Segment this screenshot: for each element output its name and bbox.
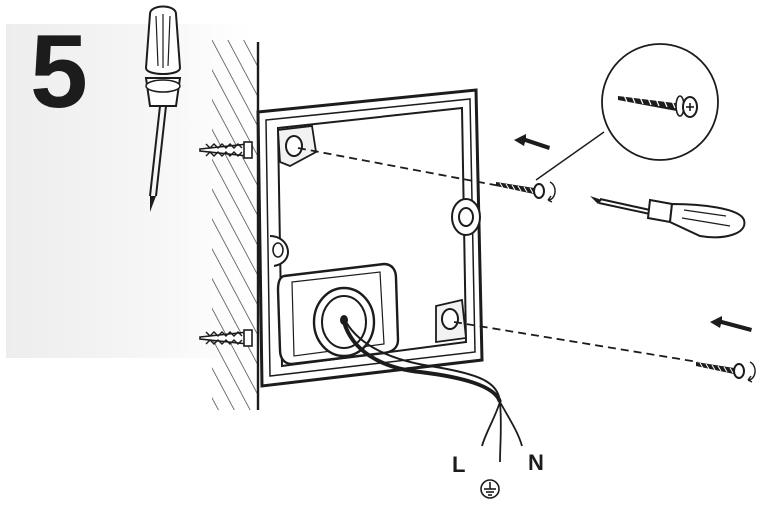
step-background-panel [6,24,250,358]
wall-anchor-icon [199,329,253,347]
screwdriver-icon [590,196,746,239]
wire-label-live: L [452,452,465,477]
wire-label-neutral: N [528,450,544,475]
rotation-icon [747,361,756,383]
screw-icon [496,182,545,199]
cable [342,321,523,463]
detail-magnifier-icon [535,43,719,181]
screwdriver-icon [144,5,182,212]
screw-guide-lines [297,147,699,363]
direction-arrow-icon [514,134,550,150]
screw-icon [696,362,745,379]
wall [212,40,260,410]
wall-anchor-icon [199,141,253,159]
direction-arrow-icon [710,316,752,332]
ground-symbol-icon [480,479,500,499]
step-number: 5 [30,14,88,130]
rotation-icon [547,181,556,203]
mounting-plate [256,88,484,388]
